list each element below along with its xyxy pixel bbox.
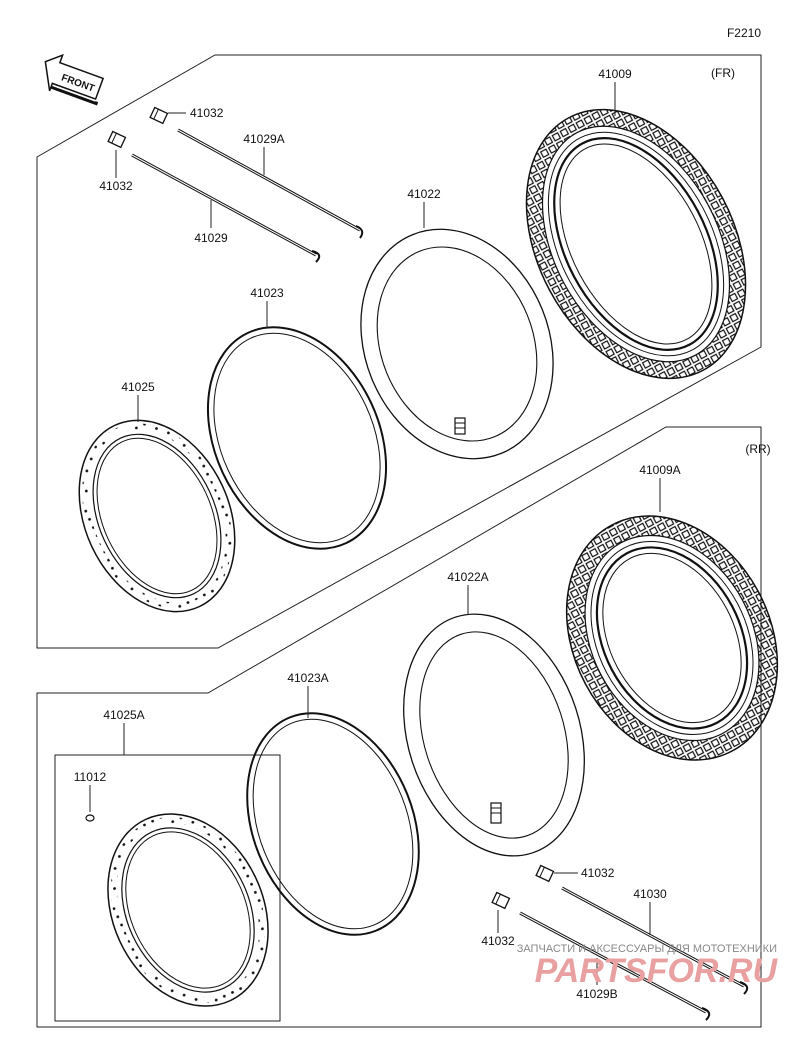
rear-spoke-41029B — [519, 911, 711, 1021]
label-41029A: 41029A — [243, 132, 284, 146]
rear-tire — [565, 515, 779, 761]
front-nipple-left-icon — [107, 130, 127, 149]
label-41032-rr-top: 41032 — [581, 866, 615, 880]
rear-spoke-41030 — [561, 886, 749, 995]
front-tire — [525, 108, 747, 380]
label-41025: 41025 — [121, 380, 155, 394]
diagram-code: F2210 — [727, 26, 761, 40]
label-41029: 41029 — [194, 231, 228, 245]
rear-rim — [107, 813, 269, 1007]
front-tube-valve-icon — [454, 417, 466, 435]
label-41023: 41023 — [250, 286, 284, 300]
front-nipple-top-icon — [149, 106, 169, 125]
front-section-label: (FR) — [711, 66, 735, 80]
label-41009: 41009 — [598, 67, 632, 81]
rear-section-label: (RR) — [745, 442, 770, 456]
label-41030: 41030 — [633, 887, 667, 901]
watermark-subtitle: ЗАПЧАСТИ И АКСЕССУАРЫ ДЛЯ МОТОТЕХНИКИ — [517, 943, 777, 955]
rim-plug-icon — [85, 814, 95, 822]
rear-inner-tube — [403, 613, 585, 857]
front-spoke-41029 — [131, 153, 321, 263]
rear-rim-band — [246, 712, 420, 936]
front-inner-tube — [360, 228, 554, 460]
rear-nipple-top-icon — [535, 864, 555, 883]
label-41009A: 41009A — [639, 463, 680, 477]
label-41032-rr-bottom: 41032 — [481, 934, 515, 948]
front-rim-band — [206, 326, 388, 550]
watermark-brand: PARTSFOR.RU — [535, 952, 779, 990]
label-41029B: 41029B — [576, 987, 617, 1001]
label-41022A: 41022A — [447, 570, 488, 584]
label-41032-top: 41032 — [190, 106, 224, 120]
rear-nipple-bottom-icon — [491, 891, 511, 910]
front-spoke-41029A — [177, 128, 364, 239]
label-41032-left: 41032 — [99, 179, 133, 193]
front-rim — [78, 419, 236, 613]
front-arrow-icon: FRONT — [44, 53, 105, 106]
rim-kit-box — [54, 754, 281, 1022]
label-41023A: 41023A — [287, 671, 328, 685]
rear-section-outline — [36, 426, 762, 1028]
label-41022: 41022 — [407, 187, 441, 201]
front-section-outline — [36, 54, 762, 649]
label-41025A: 41025A — [103, 708, 144, 722]
label-11012: 11012 — [74, 770, 107, 784]
